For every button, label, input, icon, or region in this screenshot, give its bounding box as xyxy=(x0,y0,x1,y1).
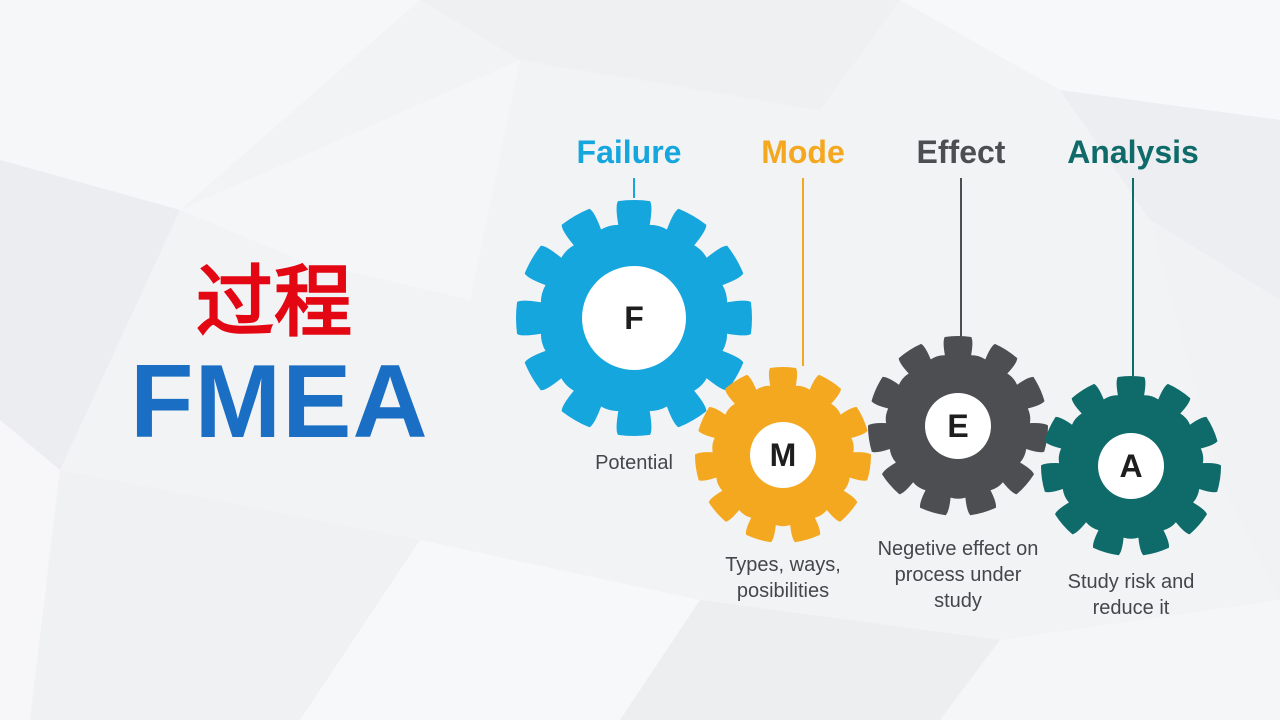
title-fmea: FMEA xyxy=(130,344,429,460)
analysis-caption: Study risk and reduce it xyxy=(1067,571,1195,619)
effect-caption: Negetive effect on process under study xyxy=(877,538,1039,612)
effect-heading: Effect xyxy=(916,134,1006,170)
analysis-heading: Analysis xyxy=(1067,134,1199,170)
failure-letter: F xyxy=(624,300,644,336)
effect-letter: E xyxy=(947,408,969,444)
analysis-letter: A xyxy=(1119,448,1143,484)
mode-caption: Types, ways, posibilities xyxy=(725,554,841,602)
mode-gear-center xyxy=(750,422,816,488)
effect-gear-center xyxy=(925,393,991,459)
mode-heading: Mode xyxy=(761,134,845,170)
title-chinese: 过程 xyxy=(196,258,353,348)
analysis-gear-center xyxy=(1098,433,1164,499)
failure-caption: Potential xyxy=(595,452,673,474)
failure-heading: Failure xyxy=(576,134,682,170)
mode-letter: M xyxy=(769,437,797,473)
failure-gear-center xyxy=(582,266,686,370)
